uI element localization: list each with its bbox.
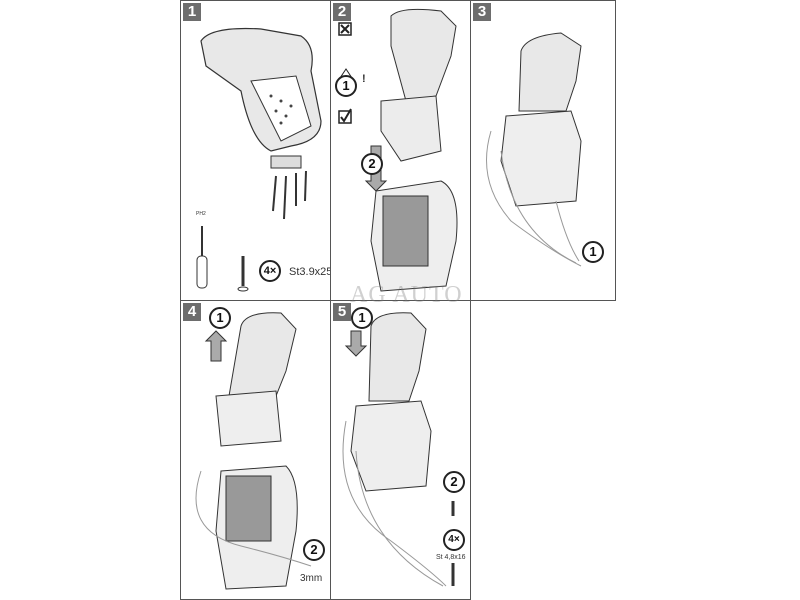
screwdriver-type-label: PH2	[196, 211, 206, 217]
screw-spec: St 4,8x16	[436, 554, 466, 561]
quantity-badge: 4×	[259, 260, 281, 282]
substep-1-badge: 1	[351, 307, 373, 329]
substep-2-badge: 2	[303, 539, 325, 561]
armrest-disassembly-illustration	[335, 8, 458, 292]
substep-1-badge: 1	[335, 75, 357, 97]
step-1-panel: 1 PH2 4× St3.9x25	[180, 0, 331, 301]
step-number: 5	[333, 303, 351, 321]
step-2-panel: 2 1 ! 2	[330, 0, 471, 301]
step-number: 2	[333, 3, 351, 21]
step-number: 3	[473, 3, 491, 21]
step-5-panel: 5 1 2 4× St 4,8x16	[330, 300, 471, 600]
watermark: AG AUTO	[350, 282, 463, 308]
screwdriver-icon	[196, 226, 208, 289]
step-4-panel: 4 1 2 3mm	[180, 300, 331, 600]
substep-2-badge: 2	[361, 153, 383, 175]
screw-icon	[237, 256, 249, 292]
armrest-removal-illustration	[486, 32, 582, 267]
warning-icon: !	[362, 73, 366, 85]
hex-key-size: 3mm	[300, 573, 323, 584]
quantity-badge: 4×	[443, 529, 465, 551]
substep-2-badge: 2	[443, 471, 465, 493]
step-3-panel: 3 1	[470, 0, 616, 301]
armrest-mounting-illustration	[200, 27, 322, 220]
screw-spec: St3.9x25	[289, 266, 331, 278]
step-number: 1	[183, 3, 201, 21]
substep-1-badge: 1	[582, 241, 604, 263]
substep-1-badge: 1	[209, 307, 231, 329]
armrest-reinstall-illustration	[195, 312, 312, 590]
armrest-fixing-illustration	[342, 312, 455, 587]
step-number: 4	[183, 303, 201, 321]
